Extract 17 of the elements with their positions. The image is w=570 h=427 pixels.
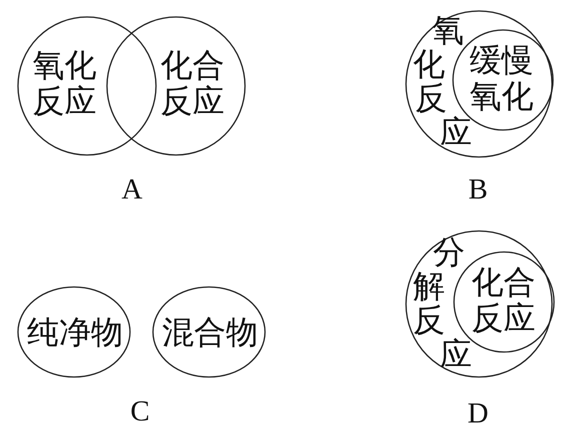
circle bbox=[106, 16, 246, 156]
option-letter: B bbox=[468, 176, 488, 204]
option-letter: C bbox=[130, 398, 150, 426]
option-letter: A bbox=[122, 176, 142, 204]
circle bbox=[16, 16, 156, 156]
circle bbox=[404, 10, 552, 158]
ellipse bbox=[17, 286, 131, 378]
set-label: 纯净物 bbox=[26, 314, 124, 350]
set-label: 缓慢氧化 bbox=[468, 42, 534, 114]
set-label: 化合反应 bbox=[471, 264, 536, 336]
set-label: 氧化反应 bbox=[32, 47, 98, 119]
set-label: 分解反应 bbox=[413, 235, 472, 371]
option-letter: D bbox=[468, 400, 488, 427]
ellipse bbox=[152, 286, 266, 378]
set-label: 化合反应 bbox=[160, 47, 226, 119]
circle bbox=[404, 230, 552, 378]
set-label: 混合物 bbox=[161, 314, 259, 350]
